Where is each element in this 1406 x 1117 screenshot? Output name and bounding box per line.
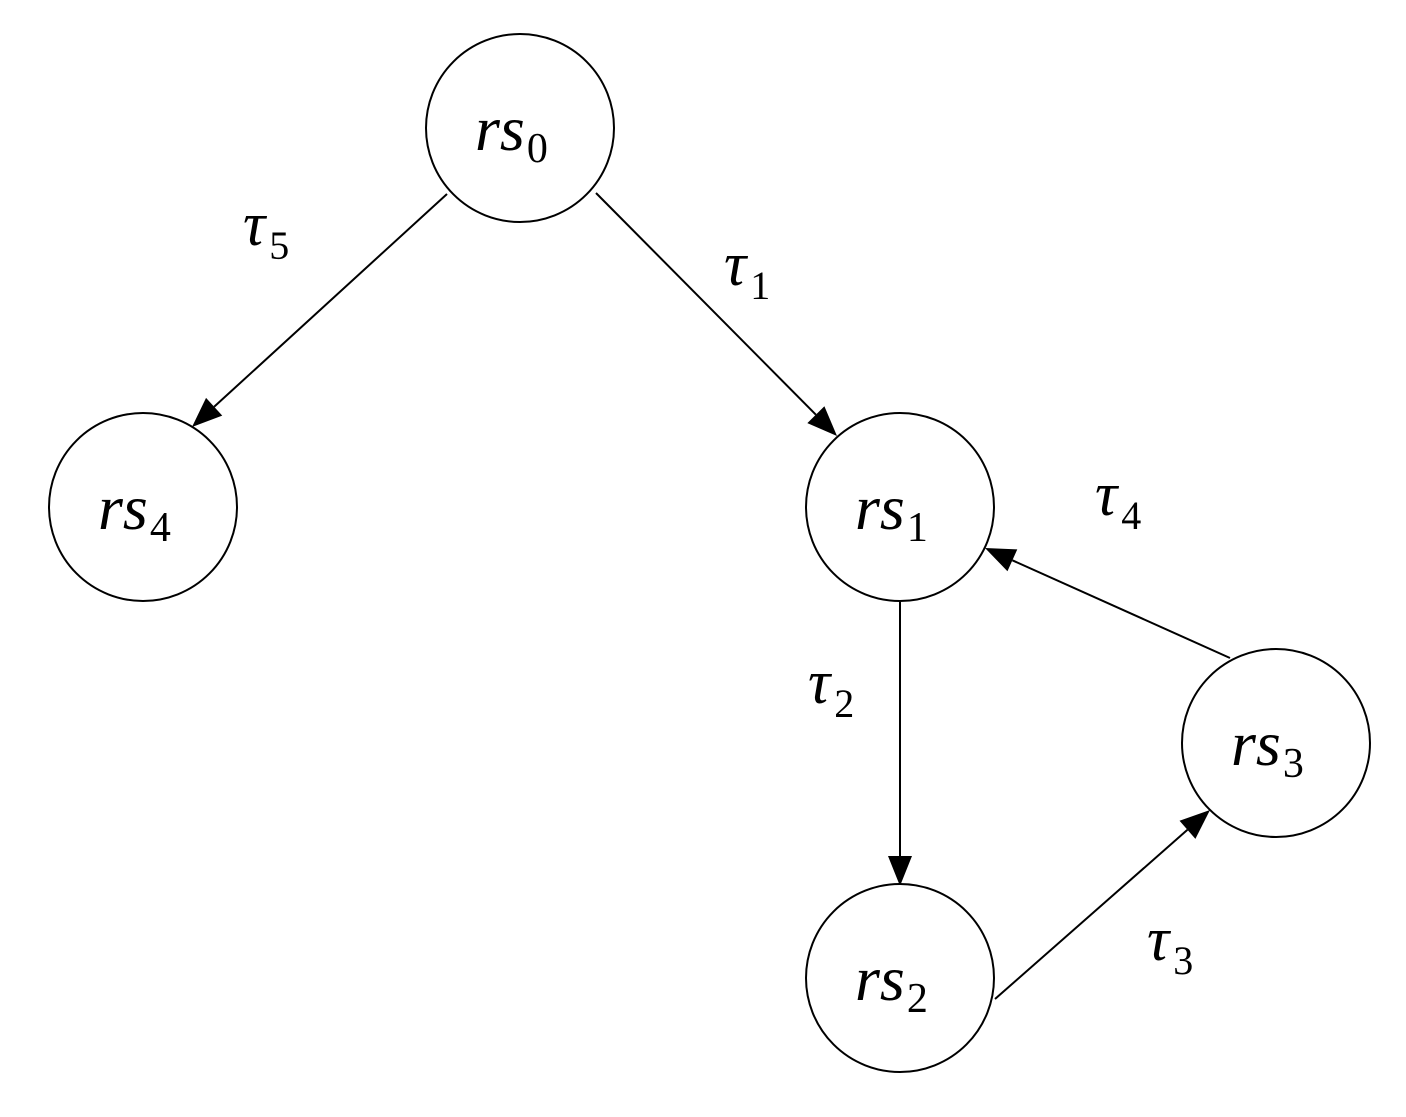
edge-label-subscript: 3 (1173, 938, 1193, 983)
node-circle-rs2 (805, 883, 995, 1073)
edge-line-t1 (595, 192, 817, 416)
node-label-subscript: 0 (527, 126, 548, 172)
node-label-rs3: rs3 (1231, 708, 1304, 787)
edges-layer (192, 192, 1231, 1000)
node-circle-rs1 (805, 412, 995, 602)
edge-t4 (985, 548, 1231, 659)
edge-line-t4 (1011, 559, 1231, 659)
edge-t2 (888, 602, 912, 886)
node-label-main: rs (1231, 708, 1281, 779)
node-rs1: rs1 (805, 412, 995, 602)
node-label-subscript: 3 (1283, 741, 1304, 787)
node-label-subscript: 2 (907, 976, 928, 1022)
edge-label-symbol: τ (724, 231, 749, 299)
arrowhead-t3 (1179, 810, 1210, 839)
node-label-rs0: rs0 (475, 93, 548, 172)
node-label-main: rs (98, 472, 148, 543)
node-label-main: rs (475, 93, 525, 164)
node-rs3: rs3 (1181, 648, 1371, 838)
node-label-main: rs (855, 943, 905, 1014)
edge-line-t5 (213, 193, 448, 408)
arrowhead-t5 (192, 397, 223, 427)
node-label-subscript: 4 (150, 505, 171, 551)
edge-label-symbol: τ (808, 649, 833, 717)
arrowhead-t1 (807, 406, 837, 436)
edge-label-subscript: 4 (1121, 493, 1141, 538)
node-rs4: rs4 (48, 412, 238, 602)
node-rs0: rs0 (425, 33, 615, 223)
edge-label-symbol: τ (1095, 461, 1120, 529)
node-circle-rs4 (48, 412, 238, 602)
edge-label-symbol: τ (243, 191, 268, 259)
node-label-main: rs (855, 472, 905, 543)
arrowhead-t2 (888, 856, 912, 886)
edge-label-subscript: 1 (750, 263, 770, 308)
edge-label-subscript: 2 (834, 681, 854, 726)
edge-t5 (192, 193, 448, 427)
node-label-rs4: rs4 (98, 472, 171, 551)
edge-t1 (595, 192, 837, 436)
edge-line-t3 (994, 829, 1189, 1000)
node-circle-rs0 (425, 33, 615, 223)
node-rs2: rs2 (805, 883, 995, 1073)
node-label-rs1: rs1 (855, 472, 928, 551)
node-label-subscript: 1 (907, 505, 928, 551)
node-circle-rs3 (1181, 648, 1371, 838)
edge-t3 (994, 810, 1210, 1000)
arrowhead-t4 (985, 548, 1018, 572)
edge-label-symbol: τ (1147, 906, 1172, 974)
node-label-rs2: rs2 (855, 943, 928, 1022)
edge-label-subscript: 5 (269, 223, 289, 268)
